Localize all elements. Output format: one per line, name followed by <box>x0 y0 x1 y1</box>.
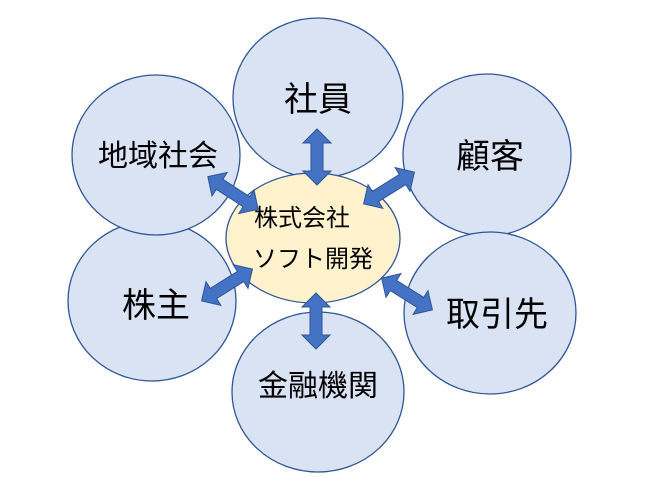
arrow-center-suppliers <box>380 272 434 316</box>
arrow-center-community <box>207 171 259 215</box>
node-suppliers-label: 取引先 <box>446 295 548 335</box>
arrow-center-shareholders <box>200 263 254 307</box>
node-customers-label: 顧客 <box>456 137 524 177</box>
node-shareholders-label: 株主 <box>122 286 190 326</box>
arrow-center-customers <box>362 166 416 210</box>
node-banks-label: 金融機関 <box>258 369 378 404</box>
center-node: 株式会社 ソフト開発 <box>225 172 401 304</box>
node-shareholders: 株主 <box>67 220 237 382</box>
node-suppliers: 取引先 <box>403 231 577 395</box>
node-employees-label: 社員 <box>284 80 352 120</box>
arrow-center-employees <box>301 128 333 186</box>
node-community-label: 地域社会 <box>98 139 218 174</box>
arrow-center-banks <box>300 292 332 350</box>
center-label-line2: ソフト開発 <box>253 245 373 273</box>
center-label-line1: 株式会社 <box>254 204 350 232</box>
node-employees: 社員 <box>232 17 404 179</box>
node-customers: 顧客 <box>402 73 572 237</box>
node-community: 地域社会 <box>71 74 241 236</box>
node-banks: 金融機関 <box>231 311 405 473</box>
